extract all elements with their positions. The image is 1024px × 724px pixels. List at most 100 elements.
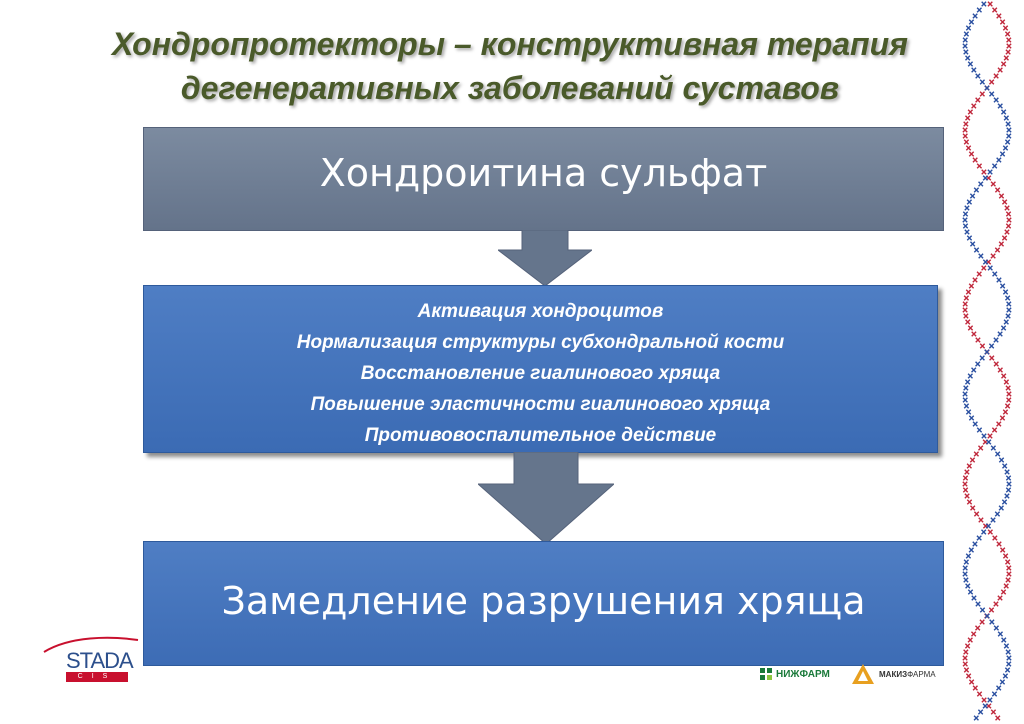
ornament-stitch [965,145,972,151]
ornament-stitch [963,49,969,55]
ornament-stitch [963,295,970,301]
title-line-2: дегенеративных заболеваний суставов [180,70,840,106]
ornament-stitch [1003,55,1009,61]
ornament-stitch [1004,229,1010,235]
ornament-stitch [990,253,996,259]
ornament-stitch [962,397,968,403]
ornament-stitch [972,277,978,283]
nizhpharm-logo: НИЖФАРМ [760,668,830,680]
ornament-stitch [984,613,990,619]
ornament-stitch [978,253,984,259]
ornament-stitch [1002,463,1008,469]
ornament-stitch [996,277,1002,283]
ornament-stitch [967,589,974,595]
ornament-stitch [977,709,984,715]
ornament-stitch [982,259,989,265]
ornament-stitch [962,307,968,313]
ornament-stitch [979,355,985,361]
ornament-stitch [992,271,998,277]
ornament-stitch [1001,235,1008,241]
ornament-stitch [997,367,1003,373]
ornament-stitch [986,439,992,445]
ornament-stitch [997,67,1003,73]
ornament-stitch [971,367,977,373]
ornament-stitch [1000,325,1007,331]
ornament-stitch [963,649,969,655]
ornament-stitch [999,151,1006,157]
ornament-stitch [991,7,998,13]
ornament-stitch [968,547,975,553]
effect-item: Нормализация структуры субхондральной ко… [296,332,785,353]
ornament-stitch [1003,319,1009,325]
ornament-stitch [1000,61,1007,67]
effect-item: Противовоспалительное действие [364,425,717,446]
ornament-stitch [963,559,970,565]
ornament-stitch [999,679,1006,685]
ornament-stitch [1004,403,1011,409]
ornament-stitch [962,127,968,133]
ornament-stitch [966,499,973,505]
ornament-stitch [962,487,969,493]
ornament-stitch [966,199,973,205]
ornament-stitch [962,391,968,397]
ornament-stitch [975,337,981,343]
ornament-stitch [974,625,981,631]
down-arrow-2 [478,452,614,544]
ornament-stitch [998,505,1004,511]
ornament-stitch [994,247,1001,253]
ornament-stitch [994,511,1001,517]
ornament-stitch [962,301,968,307]
slide-title: Хондропротекторы – конструктивная терапи… [60,22,960,110]
ornament-stitch [962,475,969,481]
ornament-stitch [976,7,983,13]
ornament-stitch [1005,211,1012,217]
ornament-stitch [964,115,971,121]
stada-logo: STADA [66,648,134,673]
ornament-stitch [996,13,1002,19]
ornament-stitch [1003,115,1010,121]
ornament-stitch [1005,487,1012,493]
ornament-stitch [963,577,969,583]
ornament-stitch [981,265,987,271]
ornament-stitch [1001,637,1007,643]
ornament-stitch [998,457,1005,463]
ornament-stitch [976,427,983,433]
ornament-stitch [984,349,990,355]
ornament-stitch [968,151,975,157]
ornament-stitch [982,175,989,181]
ornament-stitch [993,361,999,367]
ornament-stitch [987,433,993,439]
ornament-stitch [985,523,992,529]
ornament-stitch [979,607,986,613]
ornament-stitch [965,673,972,679]
ornament-stitch [1001,499,1008,505]
ornament-stitch [965,409,972,415]
ornament-stitch [971,103,977,109]
ornament-stitch [997,595,1003,601]
ornament-stitch [972,157,978,163]
ornament-stitch [965,25,972,31]
effect-item: Повышение эластичности гиалинового хряща [310,394,771,415]
ornament-stitch [963,139,970,145]
ornament-stitch [962,481,968,487]
ornament-stitch [972,541,978,547]
ornament-stitch [967,325,974,331]
ornament-stitch [1005,49,1011,55]
ornament-stitch [963,385,969,391]
nizhpharm-label: НИЖФАРМ [776,668,830,680]
ornament-stitch [988,607,995,613]
ornament-stitch [993,337,999,343]
chondroitin-box: Хондроитина сульфат [143,127,944,231]
ornament-stitch [964,493,970,499]
ornament-stitch [979,343,986,349]
ornament-stitch [968,679,975,685]
ornament-stitch [967,373,973,379]
ornament-stitch [962,43,968,49]
ornament-stitch [999,283,1006,289]
ornament-stitch [972,421,978,427]
ornament-stitch [1005,649,1011,655]
ornament-stitch [1002,289,1009,295]
ornament-stitch [962,223,969,229]
ornament-stitch [968,415,975,421]
ornament-stitch [972,13,978,19]
